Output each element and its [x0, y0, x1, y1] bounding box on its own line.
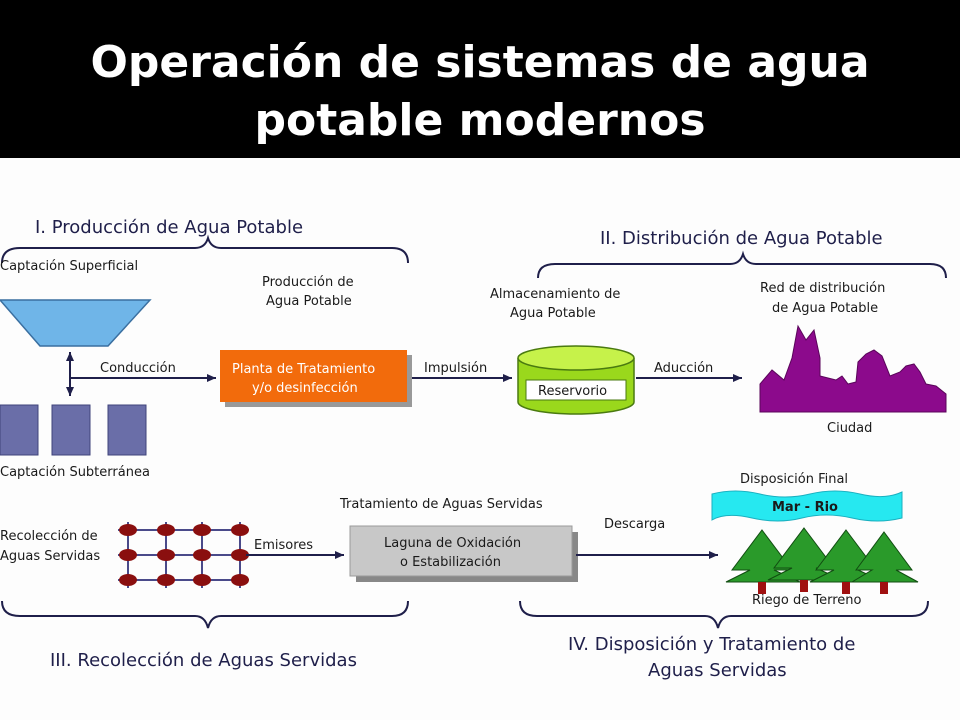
label-network-line-2: de Agua Potable	[772, 301, 878, 316]
label-emitters: Emisores	[254, 538, 313, 553]
slide-title-line-1: Operación de sistemas de agua	[90, 37, 870, 88]
label-network-line-1: Red de distribución	[760, 281, 885, 296]
label-collection-line-1: Recolección de	[0, 529, 98, 544]
label-irrigation: Riego de Terreno	[752, 593, 862, 608]
water-system-diagram: I. Producción de Agua Potable II. Distri…	[0, 158, 960, 720]
lagoon-box	[349, 525, 573, 577]
section-heading-disposal-line-1: IV. Disposición y Tratamiento de	[568, 634, 855, 655]
slide-title-line-2: potable modernos	[254, 95, 706, 146]
label-production-line-1: Producción de	[262, 275, 354, 290]
label-wastewater-treatment: Tratamiento de Aguas Servidas	[339, 497, 543, 512]
reservoir-label: Reservorio	[538, 384, 607, 399]
label-sea-river: Mar - Rio	[772, 500, 838, 515]
brace-production	[1, 234, 409, 264]
section-heading-distribution: II. Distribución de Agua Potable	[600, 228, 883, 249]
water-body-icon	[711, 490, 903, 522]
slide-title: Operación de sistemas de agua potable mo…	[0, 34, 960, 150]
section-heading-collection: III. Recolección de Aguas Servidas	[50, 650, 357, 671]
label-collection-line-2: Aguas Servidas	[0, 549, 100, 564]
diagram-canvas: I. Producción de Agua Potable II. Distri…	[0, 217, 947, 681]
brace-collection	[1, 600, 409, 629]
section-heading-disposal-line-2: Aguas Servidas	[648, 660, 787, 681]
lagoon-label-line-1: Laguna de Oxidación	[384, 536, 521, 551]
treatment-plant-label-line-1: Planta de Tratamiento	[232, 362, 375, 377]
label-groundwater-intake: Captación Subterránea	[0, 465, 150, 480]
label-discharge: Descarga	[604, 517, 665, 532]
surface-intake-icon	[0, 299, 152, 347]
section-heading-production: I. Producción de Agua Potable	[35, 217, 303, 238]
groundwater-well-2-icon	[51, 404, 91, 456]
treatment-plant-box	[220, 350, 407, 402]
label-storage-line-1: Almacenamiento de	[490, 287, 620, 302]
treatment-plant-label-line-2: y/o desinfección	[252, 381, 358, 396]
groundwater-well-3-icon	[107, 404, 147, 456]
brace-disposal	[519, 600, 929, 629]
city-skyline-icon	[759, 324, 947, 413]
label-impulsion: Impulsión	[424, 361, 487, 376]
label-surface-intake: Captación Superficial	[0, 259, 138, 274]
title-bar	[0, 0, 960, 158]
groundwater-well-1-icon	[0, 404, 39, 456]
tree-4-icon	[850, 531, 919, 594]
label-city: Ciudad	[827, 421, 872, 436]
sewer-network-icon	[118, 522, 249, 588]
label-final-disposal: Disposición Final	[740, 472, 848, 487]
lagoon-label-line-2: o Estabilización	[400, 555, 501, 570]
label-conduction: Conducción	[100, 361, 176, 376]
label-storage-line-2: Agua Potable	[510, 306, 596, 321]
label-aduction: Aducción	[654, 361, 713, 376]
reservoir-top-icon	[517, 345, 635, 371]
label-production-line-2: Agua Potable	[266, 294, 352, 309]
reservoir-label-box	[525, 379, 627, 401]
brace-distribution	[537, 250, 947, 279]
